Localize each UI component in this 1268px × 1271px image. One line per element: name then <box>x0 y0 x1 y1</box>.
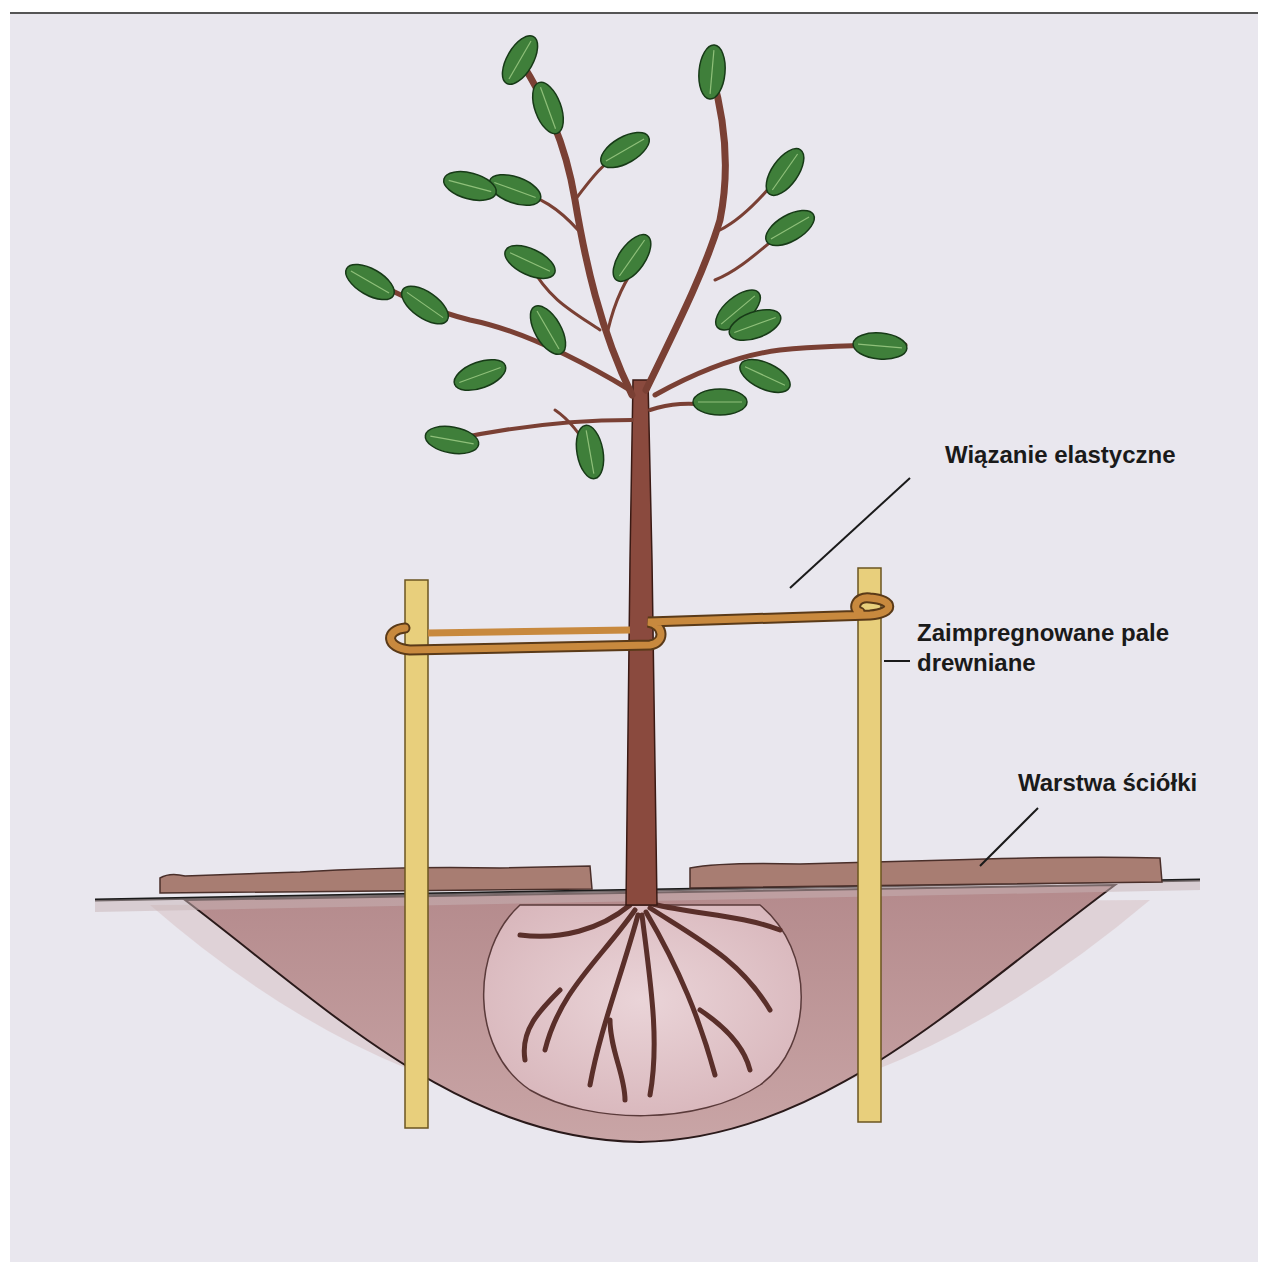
leaf-vein <box>509 41 531 79</box>
stake-left <box>405 580 428 1128</box>
leader-tie <box>790 478 910 588</box>
leaf <box>595 125 655 175</box>
mulch-left <box>160 866 592 893</box>
leader-mulch <box>980 808 1038 866</box>
leaf <box>450 354 510 397</box>
leaf <box>759 142 811 201</box>
top-rule <box>10 12 1258 14</box>
leaf-vein <box>771 217 809 239</box>
leaf-vein <box>430 436 473 444</box>
part-label: Zaimpregnowane pale drewniane <box>917 618 1237 678</box>
leaf-vein <box>540 87 555 128</box>
leaf <box>441 166 500 205</box>
leaf <box>852 331 908 362</box>
leaf-vein <box>606 139 644 161</box>
part-label: Wiązanie elastyczne <box>945 440 1245 470</box>
roots <box>520 904 780 1100</box>
leaf <box>527 78 570 138</box>
leaf <box>495 30 545 90</box>
branches <box>370 60 905 450</box>
leaf <box>523 300 573 360</box>
leaf <box>423 423 481 458</box>
leaf-vein <box>459 367 500 382</box>
leaf-vein <box>745 367 785 386</box>
mulch-right <box>690 857 1162 888</box>
leaf <box>500 239 560 285</box>
leaf <box>606 228 658 287</box>
leaf-vein <box>586 430 594 473</box>
leaf-vein <box>537 311 559 349</box>
leaf <box>697 44 728 100</box>
leaf <box>693 389 747 415</box>
paper-ground <box>10 12 1258 1262</box>
leaf-vein <box>734 317 775 332</box>
leaf <box>395 279 454 331</box>
planting-pit <box>185 885 1115 1142</box>
leaf-vein <box>351 271 389 293</box>
leaf-vein <box>772 154 797 190</box>
leaf-vein <box>449 180 492 191</box>
leaf <box>760 203 820 253</box>
leaf <box>735 353 795 399</box>
leaves <box>340 30 908 481</box>
leaf <box>573 423 608 481</box>
elastic-tie <box>391 598 889 650</box>
leaf <box>340 257 400 307</box>
leader-stakes <box>884 660 910 662</box>
leaf-vein <box>698 401 742 402</box>
leaf-vein <box>710 50 714 94</box>
stake-right <box>858 568 881 1122</box>
part-label: Warstwa ściółki <box>1018 768 1258 798</box>
leaf <box>725 304 785 347</box>
leaf-vein <box>510 253 550 272</box>
leaf-vein <box>858 344 902 348</box>
leaf-vein <box>494 182 535 197</box>
leaf-vein <box>407 292 443 317</box>
root-ball <box>484 905 802 1116</box>
leaf-vein <box>619 240 644 276</box>
